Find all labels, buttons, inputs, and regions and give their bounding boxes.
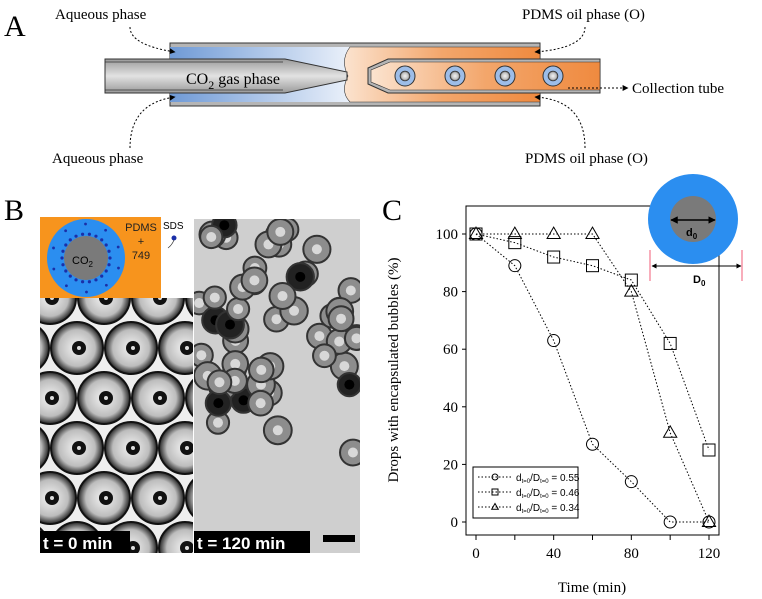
series-line (476, 233, 710, 523)
inset-oil-label-line2: + (138, 236, 144, 248)
series-triangle (468, 226, 717, 527)
data-point-square (586, 259, 599, 273)
series-line (475, 233, 710, 451)
oil-inlet-arrow-bottom (534, 94, 586, 149)
aqueous-phase-label-bottom: Aqueous phase (52, 151, 144, 167)
data-point-triangle (507, 226, 523, 239)
legend-label: dt=0/Dt=0 = 0.55 (516, 473, 580, 485)
x-tick-label: 80 (624, 546, 639, 562)
data-point-triangle (701, 514, 717, 527)
data-point-circle (624, 475, 638, 489)
aqueous-inlet-arrow-top (129, 26, 176, 55)
collection-tube-label: Collection tube (632, 81, 724, 97)
x-tick-label: 0 (472, 546, 480, 562)
data-point-square (702, 443, 716, 457)
time-label-0: t = 0 min (43, 534, 112, 553)
data-point-circle (586, 437, 599, 451)
data-point-square (491, 488, 499, 496)
inset-co2-core (64, 236, 108, 280)
data-point-triangle (490, 502, 500, 510)
legend-label: dt=0/Dt=0 = 0.34 (516, 503, 580, 515)
panel-c-chart: C 0 20 40 60 80 100 0 40 80 120 dt=0/Dt=0 = 0.55 d… (382, 174, 743, 596)
outer-diameter-label: D0 (693, 274, 706, 288)
series-line (475, 233, 709, 523)
gas-phase-label: CO2 gas phase (186, 71, 280, 92)
micrograph-t0 (40, 298, 193, 553)
inset-oil-label-line1: PDMS (125, 222, 157, 234)
y-tick-label: 80 (443, 285, 458, 301)
legend-label: dt=0/Dt=0 = 0.46 (516, 488, 580, 500)
injection-capillary (104, 58, 348, 94)
x-tick-label: 40 (546, 546, 561, 562)
data-point-triangle (623, 283, 639, 297)
panel-b-letter: B (4, 194, 24, 227)
y-tick-label: 40 (443, 400, 458, 416)
series-square (469, 227, 716, 457)
inset-surfactants (52, 222, 120, 294)
encapsulated-bubbles (394, 65, 564, 87)
aqueous-inlet-arrow-bottom (129, 94, 176, 149)
micrograph-t120 (194, 219, 360, 553)
inner-diameter-label: d0 (686, 227, 698, 241)
sds-label: SDS (163, 221, 184, 232)
data-point-triangle (662, 424, 678, 438)
x-tick-label: 120 (698, 546, 721, 562)
panel-a-device-schematic: A CO2 gas phase Aqueous phase Aqueous ph… (4, 7, 724, 167)
panel-b-micrographs: B CO2 PDMS + 749 SDS t = 0 min t = 120 m… (4, 194, 360, 553)
data-point-circle (547, 334, 561, 348)
data-point-triangle (546, 226, 562, 239)
oil-phase-label-top: PDMS oil phase (O) (522, 7, 645, 23)
y-tick-label: 100 (436, 227, 459, 243)
data-point-circle (508, 259, 522, 273)
y-axis-title: Drops with encapsulated bubbles (%) (386, 258, 402, 483)
data-point-square (547, 250, 561, 264)
oil-inlet-arrow-top (534, 26, 586, 55)
x-axis-title: Time (min) (558, 580, 626, 596)
y-tick-label: 20 (443, 457, 458, 473)
data-point-square (663, 336, 677, 350)
data-point-square (508, 236, 522, 250)
y-tick-label: 0 (451, 515, 459, 531)
aqueous-phase-label-top: Aqueous phase (55, 7, 147, 23)
data-point-circle (491, 473, 499, 481)
inset-core-label: CO2 (72, 255, 94, 269)
sds-molecule-icon (171, 235, 177, 241)
oil-phase-label-bottom: PDMS oil phase (O) (525, 151, 648, 167)
panel-a-letter: A (4, 10, 26, 43)
legend (472, 466, 579, 519)
y-tick-label: 60 (443, 342, 458, 358)
time-label-120: t = 120 min (197, 534, 285, 553)
data-point-square (624, 273, 638, 287)
panel-c-letter: C (382, 194, 402, 227)
scale-bar (323, 535, 355, 542)
data-point-triangle (468, 226, 484, 239)
data-point-triangle (585, 226, 600, 239)
inset-oil-label-line3: 749 (132, 250, 150, 262)
data-point-circle (663, 515, 677, 529)
